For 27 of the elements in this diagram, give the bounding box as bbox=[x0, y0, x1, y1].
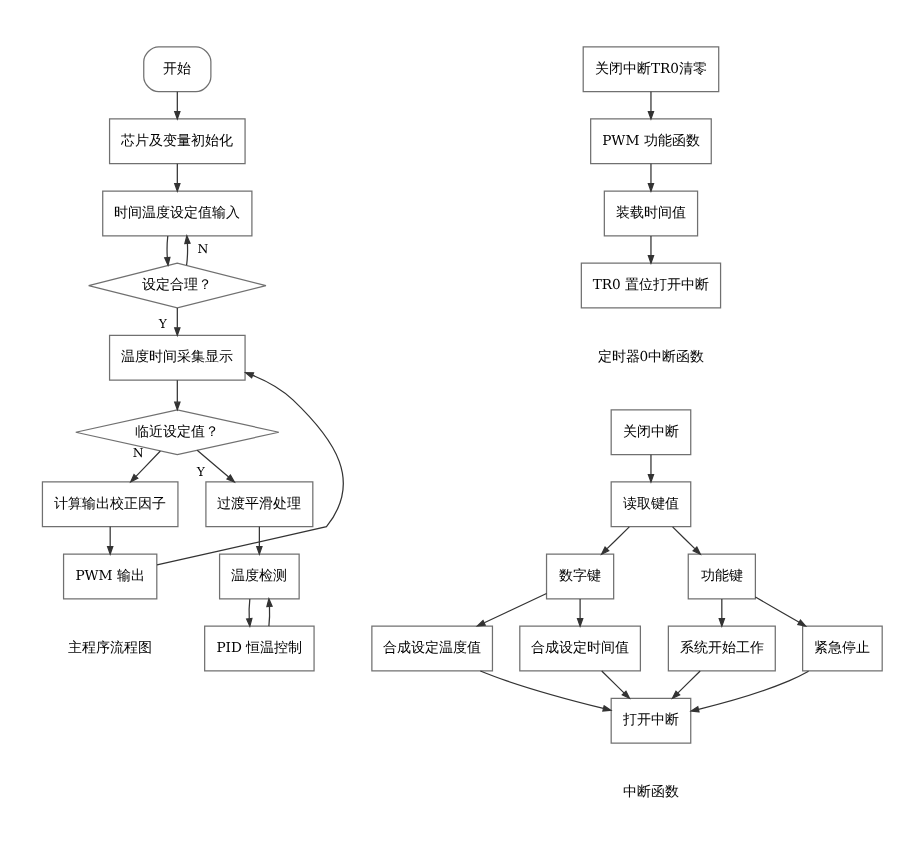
arrow bbox=[156, 371, 344, 566]
arrow bbox=[129, 450, 161, 484]
arrow bbox=[173, 163, 181, 193]
arrow bbox=[647, 454, 655, 484]
arrow bbox=[672, 526, 702, 556]
arrow bbox=[475, 592, 548, 627]
arrow bbox=[184, 234, 191, 266]
arrow bbox=[647, 235, 655, 266]
arrow bbox=[754, 596, 808, 627]
arrow bbox=[173, 307, 181, 338]
arrow bbox=[106, 526, 114, 556]
arrow bbox=[671, 670, 701, 700]
arrow bbox=[718, 598, 726, 629]
arrow bbox=[576, 598, 584, 629]
arrow bbox=[196, 449, 236, 484]
arrow bbox=[600, 526, 630, 556]
arrow bbox=[647, 163, 655, 193]
arrow bbox=[173, 379, 181, 412]
arrow bbox=[255, 526, 263, 556]
arrow bbox=[173, 91, 181, 121]
arrow bbox=[647, 91, 655, 121]
arrow bbox=[479, 670, 613, 712]
arrow bbox=[689, 670, 810, 713]
arrow bbox=[601, 670, 631, 700]
arrow bbox=[245, 598, 253, 629]
arrow bbox=[266, 597, 273, 627]
arrow bbox=[163, 235, 171, 267]
